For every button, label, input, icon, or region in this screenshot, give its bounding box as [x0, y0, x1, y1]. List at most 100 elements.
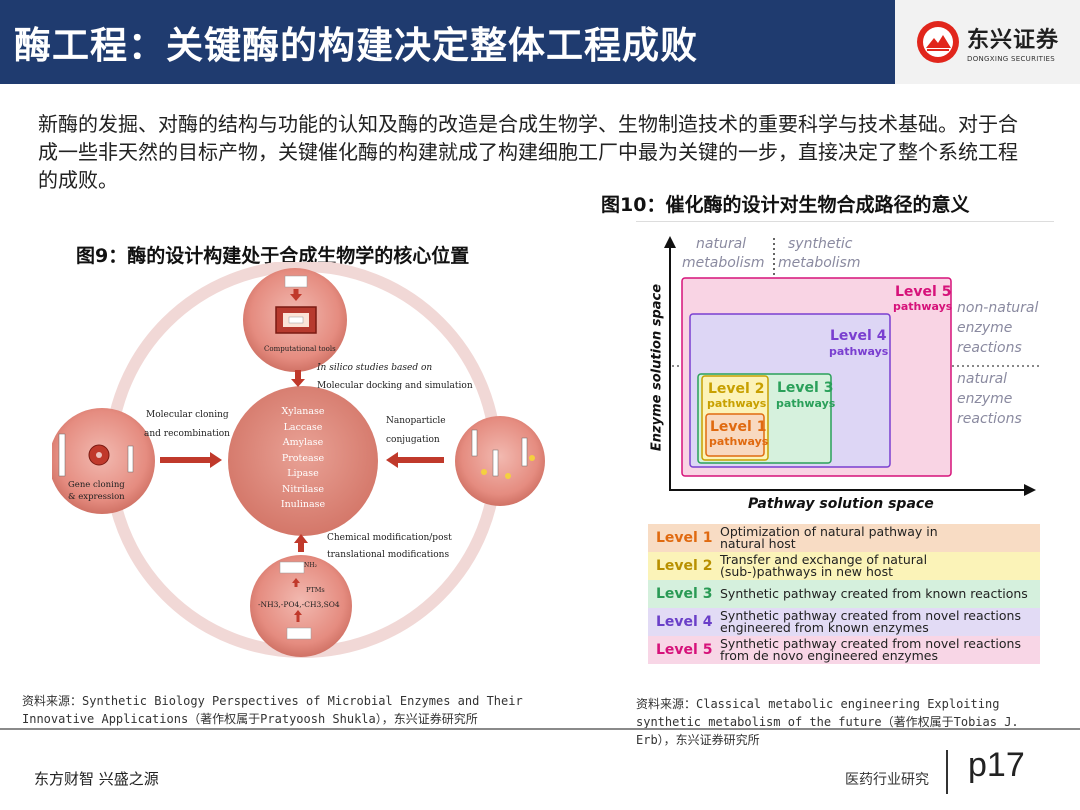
- level2-box-sub: pathways: [707, 397, 767, 410]
- chem-label-2: translational modifications: [327, 550, 450, 560]
- nh2-label: NH₂: [304, 562, 317, 569]
- legend-row: Level 1 Optimization of natural pathway …: [648, 524, 1040, 552]
- enzyme-item: Nitrilase: [282, 483, 324, 495]
- level4-box-label: Level 4: [830, 328, 887, 344]
- gene-label-1: Gene cloning: [68, 480, 125, 490]
- natural-metabolism-label-2: metabolism: [682, 255, 765, 271]
- y-axis-label: Enzyme solution space: [649, 283, 665, 452]
- natural-metabolism-label-1: natural: [696, 236, 747, 252]
- intro-paragraph: 新酶的发掘、对酶的结构与功能的认知及酶的改造是合成生物学、生物制造技术的重要科学…: [38, 112, 1018, 192]
- level2-box-label: Level 2: [708, 381, 765, 397]
- non-natural-label-1: non-natural: [957, 300, 1039, 316]
- legend-level: Level 2: [656, 558, 713, 574]
- legend-row: Level 2 Transfer and exchange of natural…: [648, 552, 1040, 580]
- enzyme-item: Laccase: [283, 421, 323, 433]
- fig10-graphics: [648, 236, 1041, 664]
- fig10-diagram: natural metabolism synthetic metabolism …: [636, 228, 1066, 668]
- fig9-graphics: [52, 262, 545, 658]
- fig9-title: 图9：酶的设计构建处于合成生物学的核心位置: [76, 245, 470, 267]
- level5-box-sub: pathways: [893, 300, 953, 313]
- level4-box-sub: pathways: [829, 345, 889, 358]
- center-enzyme-circle: [228, 386, 378, 536]
- x-axis-label: Pathway solution space: [748, 496, 934, 512]
- legend-row: Level 5 Synthetic pathway created from n…: [648, 636, 1040, 664]
- level3-box-sub: pathways: [776, 397, 836, 410]
- level1-box: [705, 413, 765, 457]
- fig9-source: 资料来源：Synthetic Biology Perspectives of M…: [22, 694, 523, 726]
- legend-desc-line: Optimization of natural pathway in: [720, 523, 938, 539]
- enzyme-list: Xylanase Laccase Amylase Protease Lipase…: [268, 404, 338, 513]
- legend-desc-line: Synthetic pathway created from known rea…: [720, 585, 1028, 601]
- in-silico-label-1: In silico studies based on: [317, 363, 433, 373]
- right-circle: [455, 416, 545, 506]
- nano-label-1: Nanoparticle: [386, 416, 446, 426]
- cloning-label-1: Molecular cloning: [146, 410, 229, 420]
- legend-desc: Synthetic pathway created from novel rea…: [714, 607, 1021, 635]
- level3-box-label: Level 3: [777, 380, 834, 396]
- legend-desc: Synthetic pathway created from novel rea…: [714, 635, 1021, 663]
- legend-desc: Optimization of natural pathway in natur…: [714, 523, 938, 551]
- enzyme-item: Xylanase: [281, 406, 325, 417]
- y-axis-arrow: [664, 236, 676, 248]
- chem-label-1: Chemical modification/post: [327, 533, 452, 543]
- axes: [669, 244, 1028, 491]
- fig10-title-rule: [636, 221, 1054, 222]
- legend-row-bg: [648, 608, 1040, 636]
- legend-desc: Transfer and exchange of natural (sub-)p…: [714, 553, 927, 579]
- footer-rule: [0, 728, 1080, 730]
- page-number: p17: [968, 746, 1025, 784]
- non-natural-label-3: reactions: [957, 340, 1022, 356]
- legend-level: Level 4: [656, 614, 713, 630]
- bottom-circle: [250, 555, 352, 657]
- dongxing-logo-icon: [917, 21, 959, 63]
- nano-label-2: conjugation: [386, 435, 440, 445]
- natural-reactions-label-2: enzyme: [957, 391, 1013, 407]
- enzyme-item: Inulinase: [280, 499, 326, 510]
- in-silico-label-2: Molecular docking and simulation: [317, 381, 473, 391]
- level5-box-label: Level 5: [895, 284, 952, 300]
- page-title: 酶工程：关键酶的构建决定整体工程成败: [14, 24, 698, 67]
- legend-desc-line: Synthetic pathway created from novel rea…: [720, 607, 1021, 623]
- legend-row-bg: [648, 636, 1040, 664]
- logo-name-en: DONGXING SECURITIES: [967, 54, 1056, 63]
- legend-row-bg: [648, 552, 1040, 580]
- footer-category: 医药行业研究: [845, 772, 929, 788]
- footer-separator: [946, 750, 948, 794]
- legend-level: Level 5: [656, 642, 713, 658]
- ptms-label: PTMs: [306, 586, 325, 594]
- fig10-title: 图10：催化酶的设计对生物合成路径的意义: [601, 194, 970, 216]
- enzyme-item: Lipase: [287, 468, 319, 479]
- fig10-source: 资料来源：Classical metabolic engineering Exp…: [636, 697, 1019, 747]
- groups-label: -NH3,-PO4,-CH3,SO4: [258, 600, 340, 609]
- legend-row: Level 4 Synthetic pathway created from n…: [648, 608, 1040, 636]
- legend-level: Level 1: [656, 530, 713, 546]
- non-natural-label-2: enzyme: [957, 320, 1013, 336]
- gene-label-2: & expression: [68, 492, 125, 502]
- legend-level: Level 3: [656, 586, 713, 602]
- header: 酶工程：关键酶的构建决定整体工程成败 东兴证券 DONGXING SECURIT…: [0, 0, 1080, 84]
- synthetic-metabolism-label-2: metabolism: [778, 255, 861, 271]
- title-bar: 酶工程：关键酶的构建决定整体工程成败: [0, 0, 895, 84]
- legend-desc-line: from de novo engineered enzymes: [720, 648, 938, 663]
- footer-slogan: 东方财智 兴盛之源: [34, 770, 159, 788]
- legend-desc-line: (sub-)pathways in new host: [720, 564, 893, 579]
- legend-desc: Synthetic pathway created from known rea…: [714, 585, 1028, 601]
- logo-name-cn: 东兴证券: [967, 27, 1060, 53]
- logo: 东兴证券 DONGXING SECURITIES: [895, 0, 1080, 84]
- computational-tools-label: Computational tools: [264, 345, 336, 353]
- legend-desc-line: engineered from known enzymes: [720, 620, 929, 635]
- natural-reactions-label-1: natural: [957, 371, 1008, 387]
- natural-reactions-label-3: reactions: [957, 411, 1022, 427]
- level1-box-label: Level 1: [710, 419, 767, 435]
- x-axis-arrow: [1024, 484, 1036, 496]
- legend-row-bg: [648, 524, 1040, 552]
- synthetic-metabolism-label-1: synthetic: [788, 236, 853, 252]
- enzyme-item: Protease: [281, 452, 325, 464]
- legend-row-bg: [648, 580, 1040, 608]
- fig9-diagram: Computational tools In silico studies ba…: [52, 262, 552, 662]
- legend-desc-line: natural host: [720, 536, 796, 551]
- cloning-label-2: and recombination: [144, 429, 230, 439]
- legend-row: Level 3 Synthetic pathway created from k…: [648, 580, 1040, 608]
- legend-desc-line: Synthetic pathway created from novel rea…: [720, 635, 1021, 651]
- level1-box-sub: pathways: [709, 435, 769, 448]
